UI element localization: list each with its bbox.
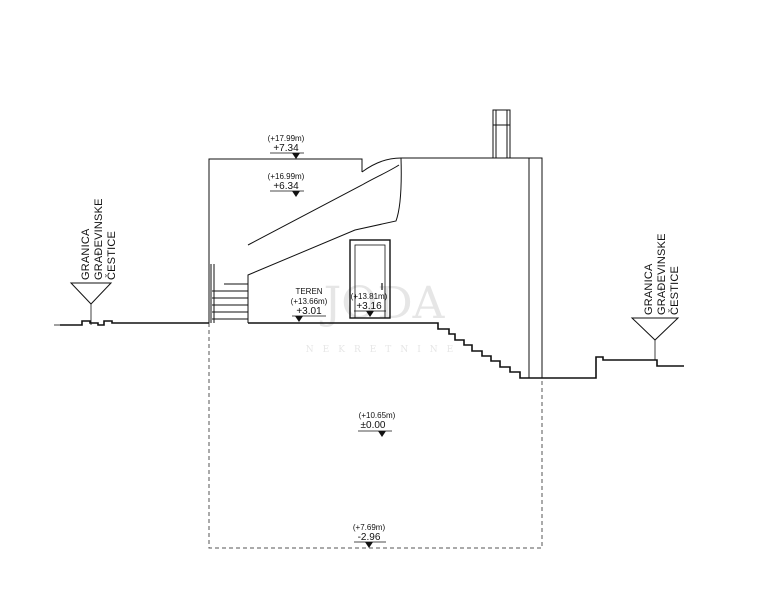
level-upper-marker [292, 191, 300, 197]
level-roof-marker [292, 153, 300, 159]
boundary-triangle-left [69, 282, 113, 305]
level-door-rel: +3.16 [356, 301, 382, 312]
level-basement-marker [365, 542, 373, 548]
entrance-door [349, 239, 391, 319]
boundary-left-line3: ČESTICE [105, 231, 118, 280]
level-basement: (+7.69m) -2.96 [353, 523, 386, 548]
level-ground-marker [378, 431, 386, 437]
level-basement-rel: -2.96 [358, 532, 381, 543]
boundary-left-line2: GRAĐEVINSKE [93, 198, 105, 280]
level-ground-rel: ±0.00 [361, 420, 386, 431]
watermark: JODA NEKRETNINE [306, 278, 462, 355]
level-roof-rel: +7.34 [273, 143, 299, 154]
level-roof-abs: (+17.99m) [268, 134, 305, 143]
level-door: (+13.81m) +3.16 [351, 292, 388, 317]
level-terrain-label: TEREN [295, 287, 322, 296]
level-upper-abs: (+16.99m) [268, 172, 305, 181]
basement-outline [208, 323, 543, 549]
watermark-logo: JODA [320, 278, 446, 329]
level-terrain-marker [295, 316, 303, 322]
boundary-left-line1: GRANICA [80, 228, 92, 280]
boundary-triangle-right [630, 317, 680, 341]
boundary-right-line1: GRANICA [643, 263, 655, 315]
entry-stairs [210, 264, 248, 323]
level-upper-rel: +6.34 [273, 181, 299, 192]
building-outline [208, 157, 543, 378]
boundary-right-line3: ČESTICE [668, 266, 681, 315]
boundary-right-line2: GRAĐEVINSKE [656, 233, 668, 315]
chimney [492, 109, 511, 159]
level-door-abs: (+13.81m) [351, 292, 388, 301]
level-basement-abs: (+7.69m) [353, 523, 386, 532]
boundary-marker-left: GRANICA GRAĐEVINSKE ČESTICE [69, 198, 118, 325]
level-terrain-abs: (+13.66m) [291, 297, 328, 306]
level-terrain: TEREN (+13.66m) +3.01 [291, 287, 328, 322]
level-ground: (+10.65m) ±0.00 [358, 411, 396, 437]
level-upper: (+16.99m) +6.34 [268, 172, 305, 197]
level-terrain-rel: +3.01 [296, 306, 322, 317]
level-roof: (+17.99m) +7.34 [268, 134, 305, 159]
watermark-subtitle: NEKRETNINE [306, 345, 462, 355]
terrain-line [54, 320, 684, 379]
boundary-marker-right: GRANICA GRAĐEVINSKE ČESTICE [630, 233, 681, 360]
level-ground-abs: (+10.65m) [359, 411, 396, 420]
level-door-marker [366, 311, 374, 317]
